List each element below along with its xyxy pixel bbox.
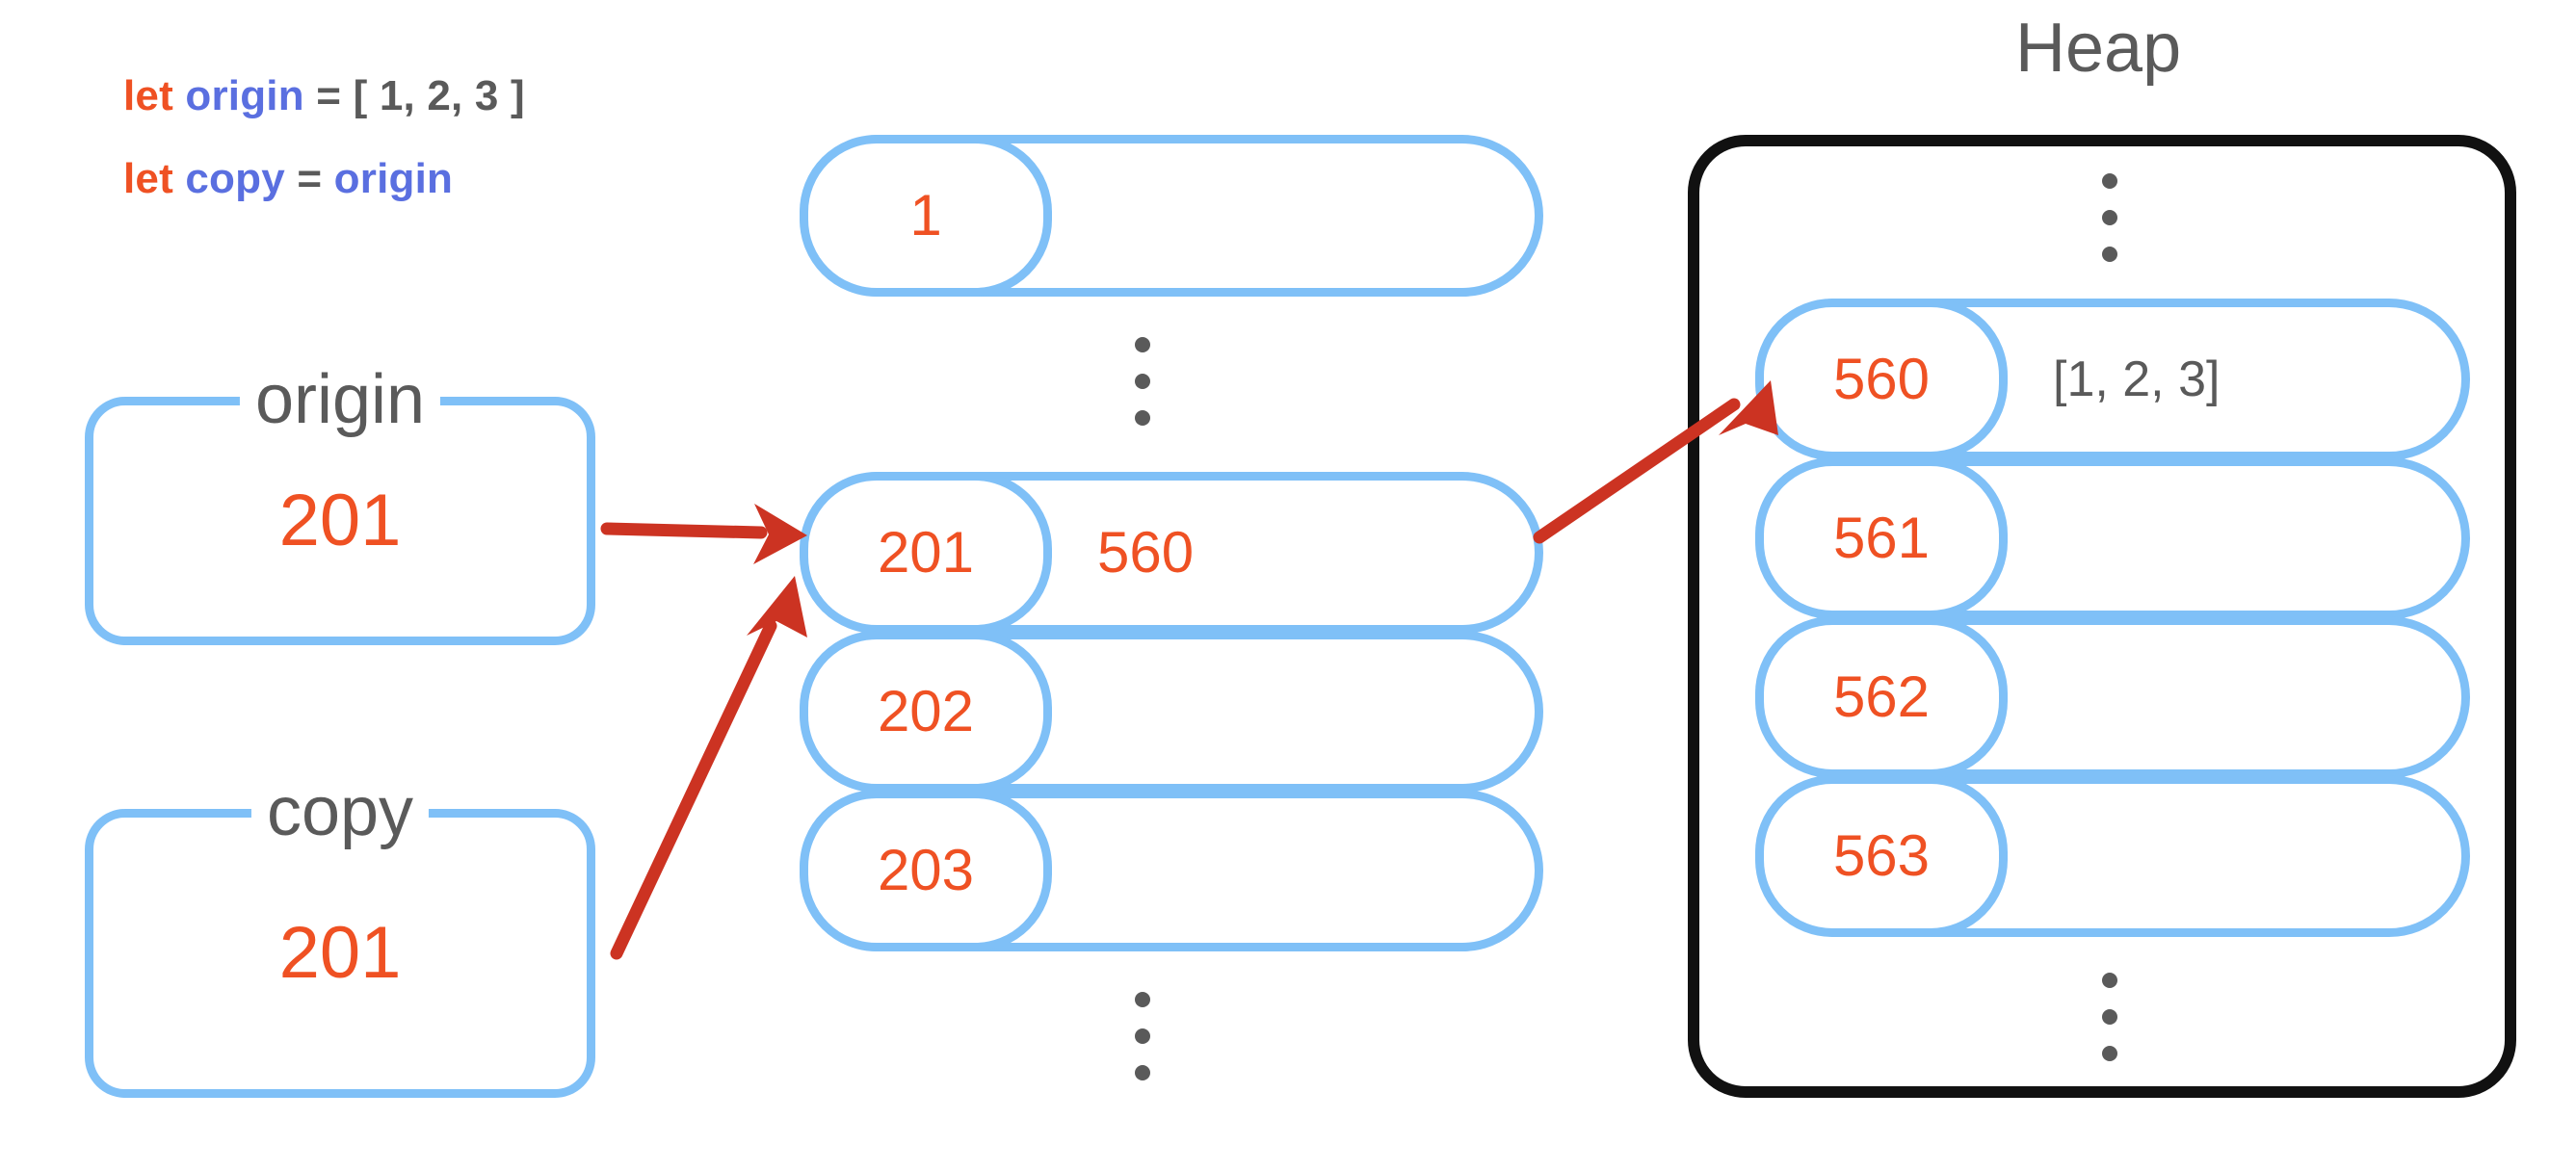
identifier-origin: origin — [185, 72, 304, 119]
code-snippet: let origin = [ 1, 2, 3 ] let copy = orig… — [123, 75, 525, 241]
dot-icon — [2102, 1009, 2117, 1025]
heap-ellipsis-top-icon — [2102, 173, 2117, 262]
stack-row: 203 — [800, 790, 1543, 951]
heap-row: 560 [1, 2, 3] — [1755, 299, 2470, 460]
dot-icon — [1135, 1028, 1150, 1044]
heap-address-text: 560 — [1832, 347, 1931, 411]
array-literal: [ 1, 2, 3 ] — [353, 72, 525, 119]
heap-value-text: [1, 2, 3] — [2053, 351, 2221, 407]
operator-equals-2: = — [297, 155, 323, 202]
dot-icon — [1135, 410, 1150, 426]
stack-row: 1 — [800, 135, 1543, 297]
heap-value-cell: [1, 2, 3] — [2053, 307, 2220, 452]
stack-ellipsis-bottom-icon — [1135, 992, 1150, 1080]
heap-row: 562 — [1755, 616, 2470, 778]
stack-row: 202 — [800, 631, 1543, 793]
heap-address-text: 562 — [1832, 664, 1931, 729]
heap-address-cell: 561 — [1755, 457, 2008, 619]
dot-icon — [2102, 173, 2117, 189]
arrow-copy-to-stack-201 — [610, 576, 807, 960]
stack-ellipsis-top-icon — [1135, 337, 1150, 426]
heap-address-text: 563 — [1832, 823, 1931, 888]
dot-icon — [1135, 374, 1150, 389]
heap-ellipsis-bottom-icon — [2102, 973, 2117, 1061]
heap-row: 563 — [1755, 775, 2470, 937]
stack-value-cell: 560 — [1097, 481, 1194, 625]
heap-address-cell: 563 — [1755, 775, 2008, 937]
keyword-let: let — [123, 72, 173, 119]
identifier-copy: copy — [185, 155, 285, 202]
stack-address-text: 203 — [877, 838, 975, 902]
variable-label-origin: origin — [239, 365, 441, 434]
dot-icon — [2102, 1046, 2117, 1061]
heap-row: 561 — [1755, 457, 2470, 619]
arrow-origin-to-stack-201 — [600, 504, 807, 564]
variable-value-origin: 201 — [278, 480, 402, 561]
heap-address-cell: 560 — [1755, 299, 2008, 460]
variable-box-copy: copy 201 — [85, 777, 595, 1098]
variable-label-copy: copy — [250, 777, 430, 846]
stack-address-cell: 201 — [800, 472, 1052, 634]
heap-title: Heap — [2015, 10, 2182, 87]
stack-address-cell: 1 — [800, 135, 1052, 297]
dot-icon — [1135, 337, 1150, 352]
identifier-origin-ref: origin — [333, 155, 454, 202]
variable-box-origin: origin 201 — [85, 365, 595, 645]
stack-row: 201 560 — [800, 472, 1543, 634]
dot-icon — [2102, 210, 2117, 225]
keyword-let-2: let — [123, 155, 173, 202]
dot-icon — [2102, 973, 2117, 988]
stack-address-text: 1 — [909, 183, 942, 247]
stack-address-cell: 202 — [800, 631, 1052, 793]
stack-address-cell: 203 — [800, 790, 1052, 951]
operator-equals: = — [316, 72, 342, 119]
heap-address-cell: 562 — [1755, 616, 2008, 778]
code-line-2: let copy = origin — [123, 158, 525, 200]
stack-address-text: 202 — [877, 679, 975, 743]
variable-value-copy: 201 — [278, 912, 402, 994]
dot-icon — [1135, 992, 1150, 1007]
dot-icon — [1135, 1065, 1150, 1080]
dot-icon — [2102, 247, 2117, 262]
stack-value-text: 560 — [1097, 520, 1195, 585]
stack-address-text: 201 — [877, 520, 975, 585]
code-line-1: let origin = [ 1, 2, 3 ] — [123, 75, 525, 117]
heap-address-text: 561 — [1832, 506, 1931, 570]
heap-container — [1688, 135, 2516, 1098]
